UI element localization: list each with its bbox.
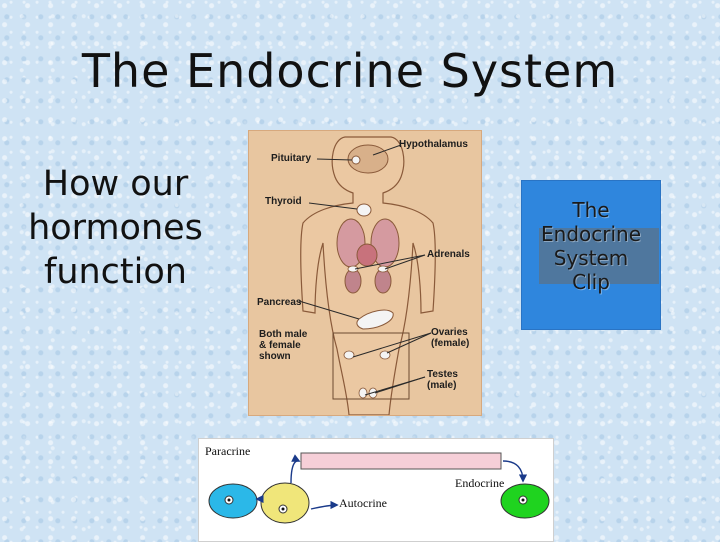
slide-title: The Endocrine System bbox=[0, 44, 700, 98]
label-both-sexes: Both male & female shown bbox=[259, 329, 307, 362]
label-thyroid: Thyroid bbox=[265, 196, 302, 207]
clip-label-line-1: The bbox=[521, 198, 661, 222]
subtitle-line-1: How our bbox=[8, 162, 223, 206]
label-adrenals: Adrenals bbox=[427, 249, 470, 260]
subtitle-line-2: hormones bbox=[8, 206, 223, 250]
hormone-signaling-diagram: Paracrine Endocrine Autocrine bbox=[198, 438, 554, 542]
label-testes-line-1: Testes bbox=[427, 369, 458, 380]
label-ovaries: Ovaries (female) bbox=[431, 327, 469, 349]
clip-label-line-4: Clip bbox=[521, 270, 661, 294]
clip-label-line-3: System bbox=[521, 246, 661, 270]
label-autocrine: Autocrine bbox=[339, 496, 387, 511]
label-pituitary: Pituitary bbox=[271, 153, 311, 164]
label-both-line-3: shown bbox=[259, 351, 307, 362]
clip-label-line-2: Endocrine bbox=[521, 222, 661, 246]
label-ovaries-line-1: Ovaries bbox=[431, 327, 469, 338]
endocrine-anatomy-diagram: Hypothalamus Pituitary Thyroid Adrenals … bbox=[248, 130, 482, 416]
label-testes-line-2: (male) bbox=[427, 380, 458, 391]
subtitle-line-3: function bbox=[8, 250, 223, 294]
label-paracrine: Paracrine bbox=[205, 444, 250, 459]
slide-subtitle: How our hormones function bbox=[8, 162, 223, 294]
clip-button-label: The Endocrine System Clip bbox=[521, 198, 661, 294]
label-both-line-2: & female bbox=[259, 340, 307, 351]
label-hypothalamus: Hypothalamus bbox=[399, 139, 468, 150]
label-endocrine: Endocrine bbox=[455, 476, 504, 491]
label-ovaries-line-2: (female) bbox=[431, 338, 469, 349]
label-testes: Testes (male) bbox=[427, 369, 458, 391]
label-pancreas: Pancreas bbox=[257, 297, 301, 308]
endocrine-system-clip-button[interactable]: The Endocrine System Clip bbox=[521, 180, 661, 330]
label-both-line-1: Both male bbox=[259, 329, 307, 340]
